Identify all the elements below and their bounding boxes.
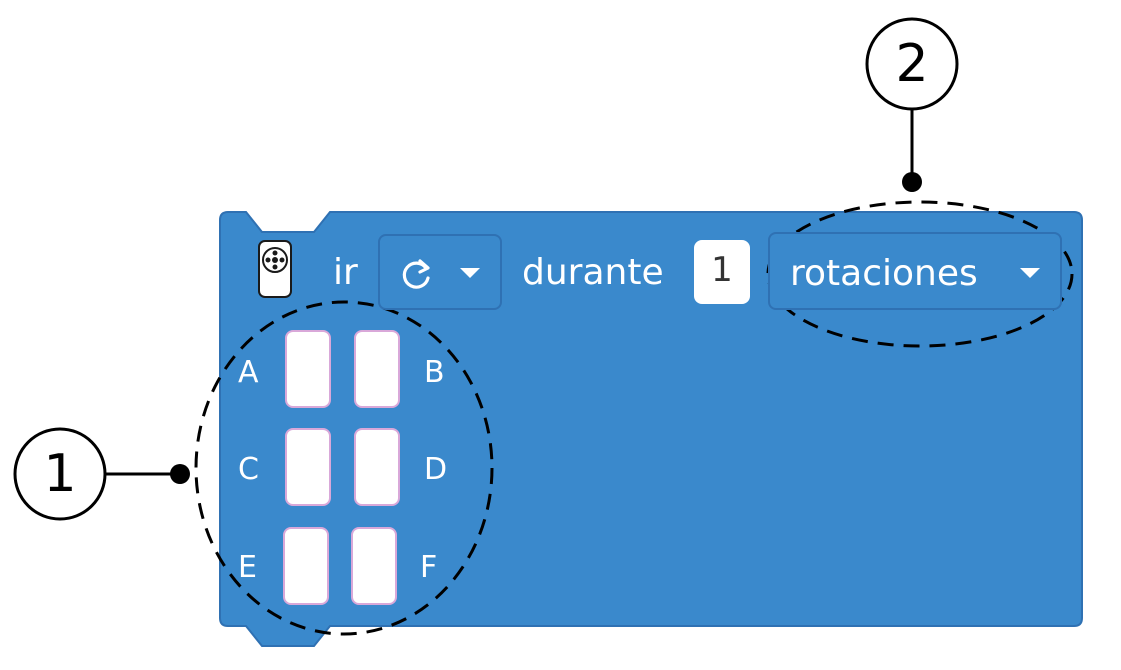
verb-label: ir <box>333 252 358 293</box>
unit-dropdown[interactable]: rotaciones <box>768 232 1062 310</box>
callout-2-dot <box>902 172 922 192</box>
port-label-e: E <box>238 550 257 585</box>
callout-1-ellipse <box>194 300 494 636</box>
callout-2-ellipse <box>766 200 1074 348</box>
motor-block-body[interactable] <box>219 211 1083 647</box>
chevron-down-icon <box>1020 268 1040 278</box>
port-label-b: B <box>424 355 445 390</box>
port-slot-e[interactable] <box>283 527 329 605</box>
port-slot-d[interactable] <box>354 428 400 506</box>
motor-icon <box>258 240 292 298</box>
port-slot-b[interactable] <box>354 330 400 408</box>
callout-2-circle <box>865 17 959 111</box>
callout-1-dot <box>170 464 190 484</box>
port-slot-f[interactable] <box>351 527 397 605</box>
port-label-a: A <box>238 355 259 390</box>
chevron-down-icon <box>460 268 480 278</box>
amount-input[interactable]: 1 <box>694 240 750 304</box>
port-label-c: C <box>238 452 259 487</box>
port-label-f: F <box>420 550 438 585</box>
duration-label: durante <box>522 252 664 293</box>
port-slot-a[interactable] <box>285 330 331 408</box>
callout-2-number: 2 <box>895 34 929 94</box>
unit-label: rotaciones <box>790 253 978 294</box>
port-slot-c[interactable] <box>285 428 331 506</box>
direction-dropdown[interactable] <box>378 234 502 310</box>
port-label-d: D <box>424 452 448 487</box>
callout-1-circle <box>13 427 107 521</box>
callout-1-number: 1 <box>43 444 77 504</box>
rotate-clockwise-icon <box>402 259 430 289</box>
